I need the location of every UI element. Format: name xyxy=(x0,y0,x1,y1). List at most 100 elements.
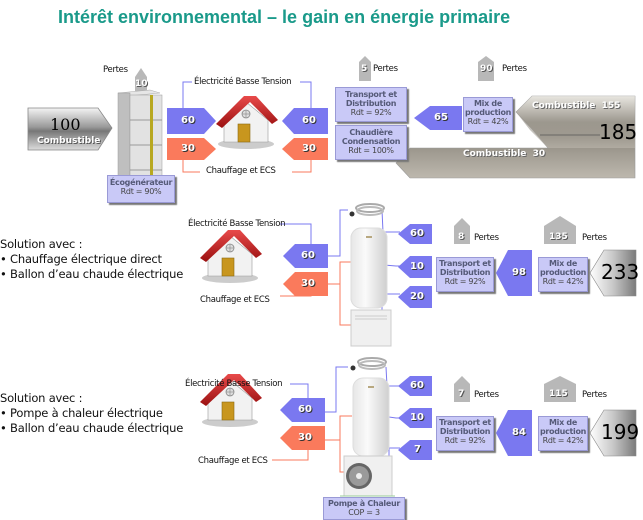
elec-value-3: 60 xyxy=(298,404,312,415)
transport-loss-value-2: 8 xyxy=(458,232,465,242)
mix-flow-arrow xyxy=(414,106,462,130)
transport-name-l1-2: Transport et xyxy=(439,259,491,268)
mix-loss-value-3: 115 xyxy=(549,389,568,399)
elec-arrow-2 xyxy=(283,244,328,268)
transport-name-l2: Distribution xyxy=(345,99,397,108)
mix-rdt-3: Rdt = 42% xyxy=(542,436,584,445)
electricite-label-2: Électricité Basse Tension xyxy=(188,219,286,229)
combustible-input-value: 100 xyxy=(50,115,81,134)
ecogenerateur-name: Écogénérateur xyxy=(109,178,173,187)
mix-name-l2: production xyxy=(464,108,512,117)
transport-loss-value: 5 xyxy=(361,64,368,74)
flow-arrow-60-3 xyxy=(398,376,432,396)
mix-loss-value-2: 135 xyxy=(549,232,568,242)
transport-box: Transport et Distribution Rdt = 92% xyxy=(335,87,407,122)
electricite-label-3: Électricité Basse Tension xyxy=(185,379,283,389)
pertes-label-2: Pertes xyxy=(373,64,398,74)
elec-out-value: 60 xyxy=(181,115,195,126)
pertes-label-2c: Pertes xyxy=(582,233,607,243)
solution-2-heading: Solution avec : xyxy=(0,237,83,251)
mix-rdt-2: Rdt = 42% xyxy=(542,277,584,286)
flow-10-value-3: 10 xyxy=(410,412,424,423)
heat-in-value: 30 xyxy=(302,143,316,154)
elec-in-arrow xyxy=(282,108,328,134)
total-value-2: 233 xyxy=(601,260,640,284)
elec-arrow-3 xyxy=(280,398,325,422)
solution-2-bullet-2: • Ballon d’eau chaude électrique xyxy=(0,267,184,281)
chaudiere-name-l1: Chaudière xyxy=(349,128,393,137)
pertes-label-1: Pertes xyxy=(103,65,128,75)
combustible-input-label: Combustible xyxy=(37,136,101,146)
chauffage-label-2: Chauffage et ECS xyxy=(200,295,270,305)
solution-3: Solution avec : • Pompe à chaleur électr… xyxy=(0,391,183,436)
solution-3-bullet-2-text: Ballon d’eau chaude électrique xyxy=(10,421,184,435)
flow-arrow-10-2 xyxy=(398,256,432,278)
flow-arrow-60-2 xyxy=(398,224,432,244)
flow-7-value-3: 7 xyxy=(414,444,421,455)
solution-2: Solution avec : • Chauffage électrique d… xyxy=(0,237,183,282)
transport-name-l2-3: Distribution xyxy=(439,427,491,436)
heat-arrow-2 xyxy=(283,272,328,296)
mix-flow-value-3: 84 xyxy=(512,427,526,438)
house-icon-2 xyxy=(199,229,263,284)
transport-box-3: Transport et Distribution Rdt = 92% xyxy=(436,416,494,451)
solution-3-bullet-1-text: Pompe à chaleur électrique xyxy=(10,406,163,420)
heat-value-3: 30 xyxy=(298,432,312,443)
heat-in-arrow xyxy=(282,138,328,160)
heat-pump-name: Pompe à Chaleur xyxy=(327,499,401,508)
mix-loss-arrow-2 xyxy=(544,216,576,244)
water-heater-icon-3 xyxy=(352,377,390,457)
power-cable-icon xyxy=(349,203,385,217)
combustible-input-arrow xyxy=(27,107,113,151)
mix-name-l2-3: production xyxy=(539,427,587,436)
solution-3-bullet-1: • Pompe à chaleur électrique xyxy=(0,406,163,420)
pertes-label-3c: Pertes xyxy=(582,390,607,400)
mix-name-l1-3: Mix de xyxy=(548,418,577,427)
chauffage-label-1: Chauffage et ECS xyxy=(206,166,276,176)
solution-3-bullet-2: • Ballon d’eau chaude électrique xyxy=(0,421,184,435)
ecogen-loss-value: 10 xyxy=(135,79,148,89)
chaudiere-name-l2: Condensation xyxy=(341,137,401,146)
flow-60-value-3: 60 xyxy=(410,380,424,391)
heat-out-arrow xyxy=(167,138,216,160)
transport-loss-value-3: 7 xyxy=(458,389,465,399)
ecogenerateur-box: Écogénérateur Rdt = 90% xyxy=(107,175,175,203)
transport-name-l2-2: Distribution xyxy=(439,268,491,277)
flow-20-value-2: 20 xyxy=(410,291,424,302)
pertes-label-3: Pertes xyxy=(502,64,527,74)
electric-radiator-icon xyxy=(350,309,392,347)
electricite-label-1: Électricité Basse Tension xyxy=(194,77,292,87)
mix-flow-value-2: 98 xyxy=(512,267,526,278)
page-title: Intérêt environnemental – le gain en éne… xyxy=(58,7,511,27)
chaudiere-box: Chaudière Condensation Rdt = 100% xyxy=(335,125,407,160)
total-value-1: 185 xyxy=(599,120,638,144)
elec-out-arrow xyxy=(167,108,216,134)
transport-name-l1-3: Transport et xyxy=(439,418,491,427)
solution-3-heading: Solution avec : xyxy=(0,391,83,405)
total-arrow-3 xyxy=(589,409,637,457)
heat-arrow-3 xyxy=(280,426,325,450)
mix-loss-arrow-3 xyxy=(544,376,576,402)
pertes-label-2b: Pertes xyxy=(474,233,499,243)
mix-name-l2-2: production xyxy=(539,268,587,277)
transport-loss-arrow-3 xyxy=(454,376,470,402)
solution-2-bullet-1: • Chauffage électrique direct xyxy=(0,252,162,266)
transport-loss-arrow-2 xyxy=(454,218,470,244)
mix-rdt: Rdt = 42% xyxy=(467,117,509,126)
ecogen-loss-arrow xyxy=(135,68,147,91)
total-arrow-2 xyxy=(589,249,637,297)
mix-flow-value: 65 xyxy=(434,112,448,123)
flow-10-value-2: 10 xyxy=(410,261,424,272)
mix-flow-arrow-3 xyxy=(496,410,532,456)
solution-2-bullet-1-text: Chauffage électrique direct xyxy=(10,252,162,266)
elec-value-2: 60 xyxy=(301,250,315,261)
transport-loss-arrow xyxy=(359,56,371,81)
mix-loss-arrow xyxy=(478,56,494,81)
heat-value-2: 30 xyxy=(301,278,315,289)
elec-in-value: 60 xyxy=(302,115,316,126)
flow-arrow-10-3 xyxy=(398,408,432,428)
flow-arrow-7-3 xyxy=(398,440,432,460)
chaudiere-rdt: Rdt = 100% xyxy=(348,146,394,155)
heat-pump-icon xyxy=(343,455,393,497)
transport-box-2: Transport et Distribution Rdt = 92% xyxy=(436,257,494,292)
